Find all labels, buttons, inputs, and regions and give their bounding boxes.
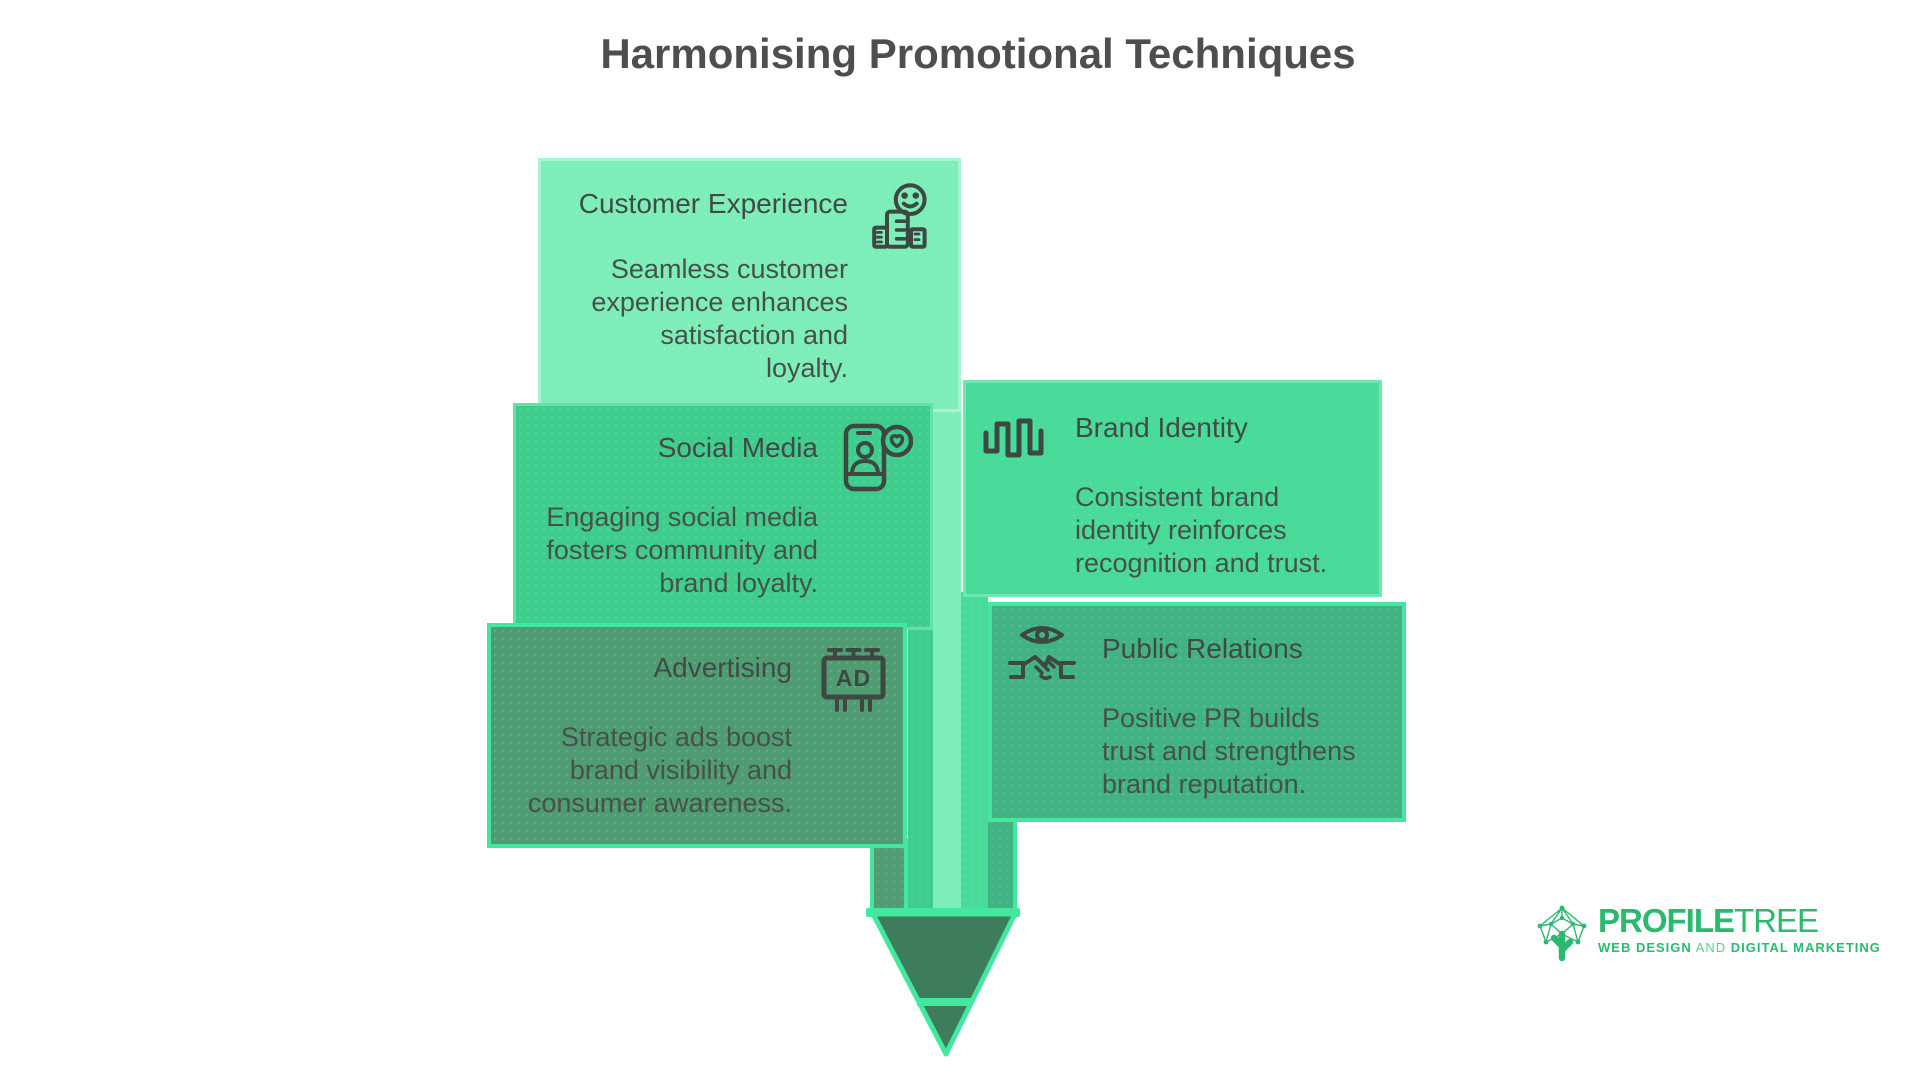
eye-handshake-icon: [1008, 626, 1076, 681]
section-body: Consistent brand identity reinforces rec…: [1075, 482, 1328, 578]
tagline-and: AND: [1691, 940, 1731, 955]
pencil-band-brand-identity: [961, 592, 988, 916]
section-brand-identity: Brand Identity Consistent brand identity…: [963, 380, 1382, 597]
customer-satisfaction-icon: [872, 183, 927, 249]
logo-text-profile: PROFILE: [1598, 902, 1735, 939]
section-body: Seamless customer experience enhances sa…: [591, 254, 848, 383]
section-body: Strategic ads boost brand visibility and…: [527, 722, 792, 818]
section-advertising: Advertising AD Strategic ads boost brand…: [487, 623, 907, 848]
section-body: Positive PR builds trust and strengthens…: [1102, 703, 1356, 799]
pencil-band-customer-experience: [933, 408, 961, 916]
section-title: Public Relations: [1102, 633, 1303, 664]
section-title: Advertising: [653, 652, 792, 683]
pencil-band-public-relations: [988, 818, 1017, 916]
logo-tree-icon: [1537, 905, 1587, 962]
pencil-band-advertising: [870, 838, 908, 916]
logo-tagline: WEB DESIGN AND DIGITAL MARKETING: [1598, 940, 1881, 955]
section-body: Engaging social media fosters community …: [546, 502, 818, 598]
section-public-relations: Public Relations Positive PR builds trus…: [988, 602, 1406, 822]
billboard-ad-label: AD: [836, 665, 871, 691]
waveform-icon: [983, 418, 1044, 458]
page-title: Harmonising Promotional Techniques: [600, 30, 1356, 77]
pencil-tip-icon: [870, 911, 1018, 1057]
section-social-media: Social Media Engaging social media foste…: [513, 403, 933, 630]
phone-heart-icon: [843, 423, 913, 492]
tagline-web-design: WEB DESIGN: [1598, 940, 1692, 955]
tagline-digital-marketing: DIGITAL MARKETING: [1730, 940, 1881, 955]
billboard-ad-icon: AD: [821, 648, 886, 712]
section-customer-experience: Customer Experience Seamless customer ex…: [538, 158, 961, 412]
logo-wordmark: PROFILETREE: [1598, 902, 1881, 940]
section-title: Customer Experience: [578, 188, 848, 219]
pencil-band-social-media: [908, 625, 933, 916]
section-title: Social Media: [657, 432, 818, 463]
logo-text-tree: TREE: [1734, 902, 1819, 939]
section-title: Brand Identity: [1075, 412, 1248, 443]
